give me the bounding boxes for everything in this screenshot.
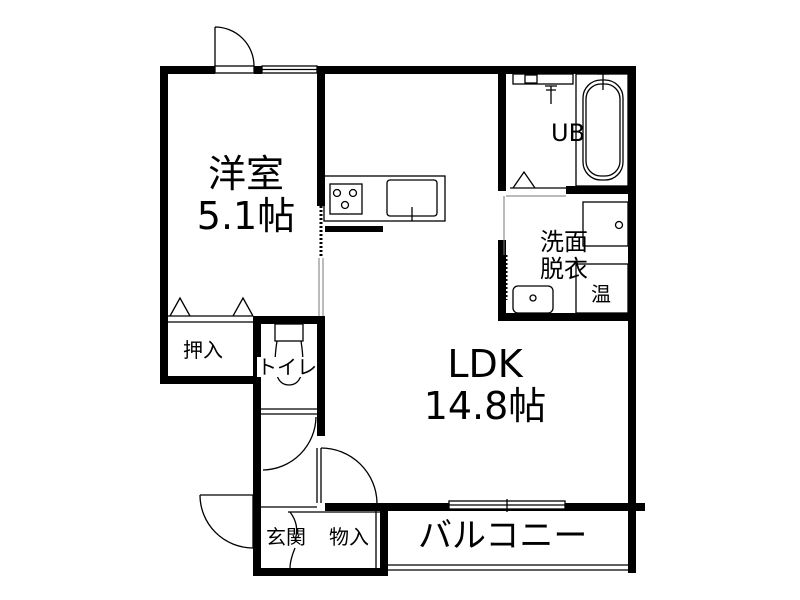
balcony-window [448, 499, 566, 512]
kitchen-counter [323, 175, 446, 222]
western-room-name: 洋室 [207, 152, 284, 196]
door-top-western-room [214, 26, 255, 74]
wall [317, 66, 325, 206]
wall [160, 66, 215, 74]
wall [254, 66, 262, 74]
window-top-western-room [261, 65, 318, 74]
room-label-closet: 押入 [183, 338, 223, 362]
unit-bath-fixtures [510, 73, 629, 189]
water-heater-label: 温 [591, 282, 611, 306]
room-label-balcony: バルコニー [418, 516, 588, 556]
room-label-entrance: 玄関 [266, 525, 306, 549]
ldk-size: 14.8帖 [423, 384, 547, 428]
western-room-size: 5.1帖 [196, 194, 296, 238]
room-label-unit-bath: UB [551, 119, 586, 147]
washroom-fixtures [503, 196, 629, 314]
room-label-western: 洋室 5.1帖 [196, 155, 296, 235]
room-label-ldk: LDK 14.8帖 [415, 345, 555, 425]
washroom-line2: 脱衣 [540, 255, 588, 283]
room-label-toilet: トイレ [257, 355, 317, 379]
wall [160, 66, 168, 384]
ldk-name: LDK [447, 342, 523, 386]
room-label-storage: 物入 [329, 525, 369, 549]
room-label-washroom: 洗面 脱衣 [540, 230, 588, 281]
washroom-line1: 洗面 [540, 228, 588, 256]
